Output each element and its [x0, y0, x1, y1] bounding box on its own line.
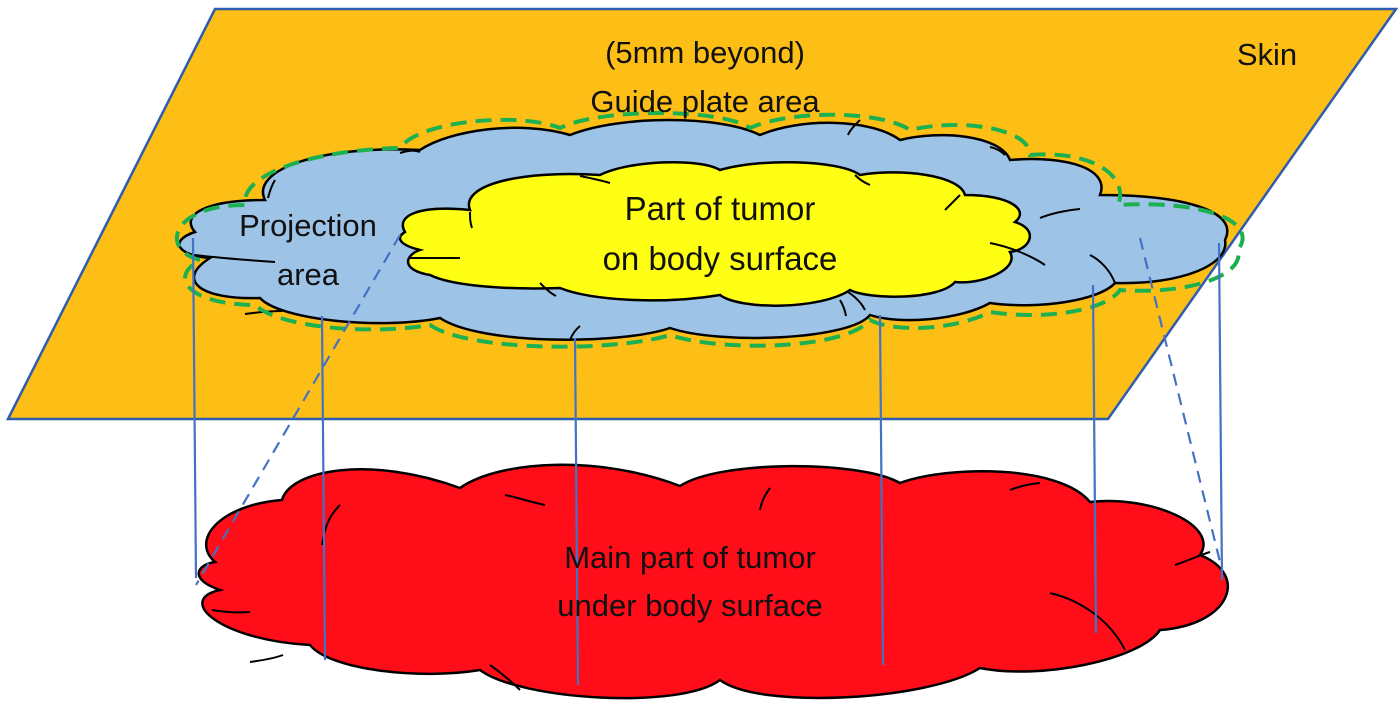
guide-plate-label-line1: (5mm beyond) [605, 35, 805, 70]
connector-lines [191, 237, 1224, 686]
guide-plate-boundary [174, 111, 1245, 349]
surface-tumor-label-line1: Part of tumor [625, 190, 816, 227]
surface-tumor-label-line2: on body surface [603, 240, 838, 277]
main-tumor-label-line1: Main part of tumor [564, 540, 816, 575]
connector-dashed-lines [195, 234, 1224, 586]
surface-tumor-shape [398, 160, 1046, 317]
projection-area-label-line2: area [277, 257, 340, 292]
main-tumor-label-line2: under body surface [557, 588, 822, 623]
main-tumor-shape [197, 463, 1229, 700]
skin-label: Skin [1237, 37, 1297, 72]
guide-plate-label-line2: Guide plate area [590, 84, 820, 119]
projection-area-label-line1: Projection [239, 208, 377, 243]
